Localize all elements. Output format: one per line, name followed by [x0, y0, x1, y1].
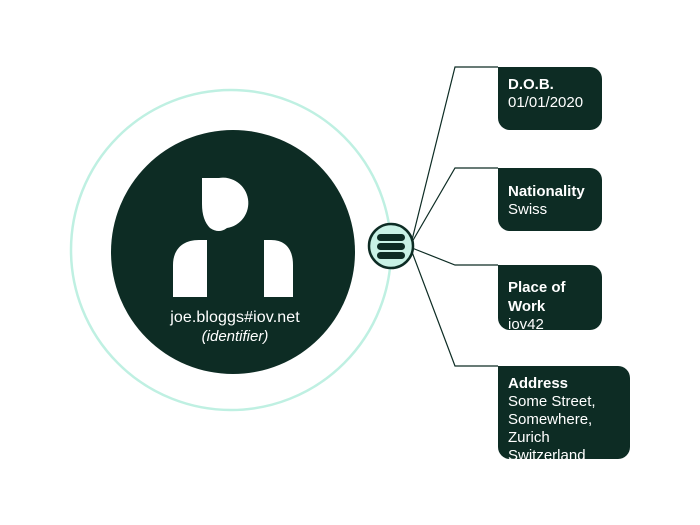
connector-address — [411, 251, 498, 367]
attribute-title: Place of Work — [508, 279, 566, 315]
connector-place-of-work — [411, 247, 498, 266]
attribute-title: Nationality — [508, 183, 585, 200]
database-icon[interactable] — [367, 222, 415, 270]
attribute-card-place-of-work: Place of Work iov42 — [498, 265, 602, 333]
attribute-value: Some Street, Somewhere, Zurich Switzerla… — [508, 393, 596, 464]
identity-circle — [111, 130, 355, 374]
attribute-card-address: Address Some Street, Somewhere, Zurich S… — [498, 366, 630, 464]
attribute-value: 01/01/2020 — [508, 94, 584, 111]
connector-nationality — [411, 167, 498, 243]
attribute-title: Address — [508, 375, 569, 392]
connector-lines — [411, 66, 498, 367]
attribute-card-dob: D.O.B. 01/01/2020 — [498, 67, 602, 130]
identifier-caption: (identifier) — [201, 328, 269, 345]
user-icon — [173, 177, 293, 297]
attribute-card-nationality: Nationality Swiss — [498, 168, 602, 231]
attribute-title: D.O.B. — [508, 76, 554, 93]
attribute-value: iov42 — [508, 316, 544, 333]
attribute-value: Swiss — [508, 201, 548, 218]
identifier-text: joe.bloggs#iov.net — [170, 309, 300, 326]
connector-dob — [411, 66, 498, 241]
